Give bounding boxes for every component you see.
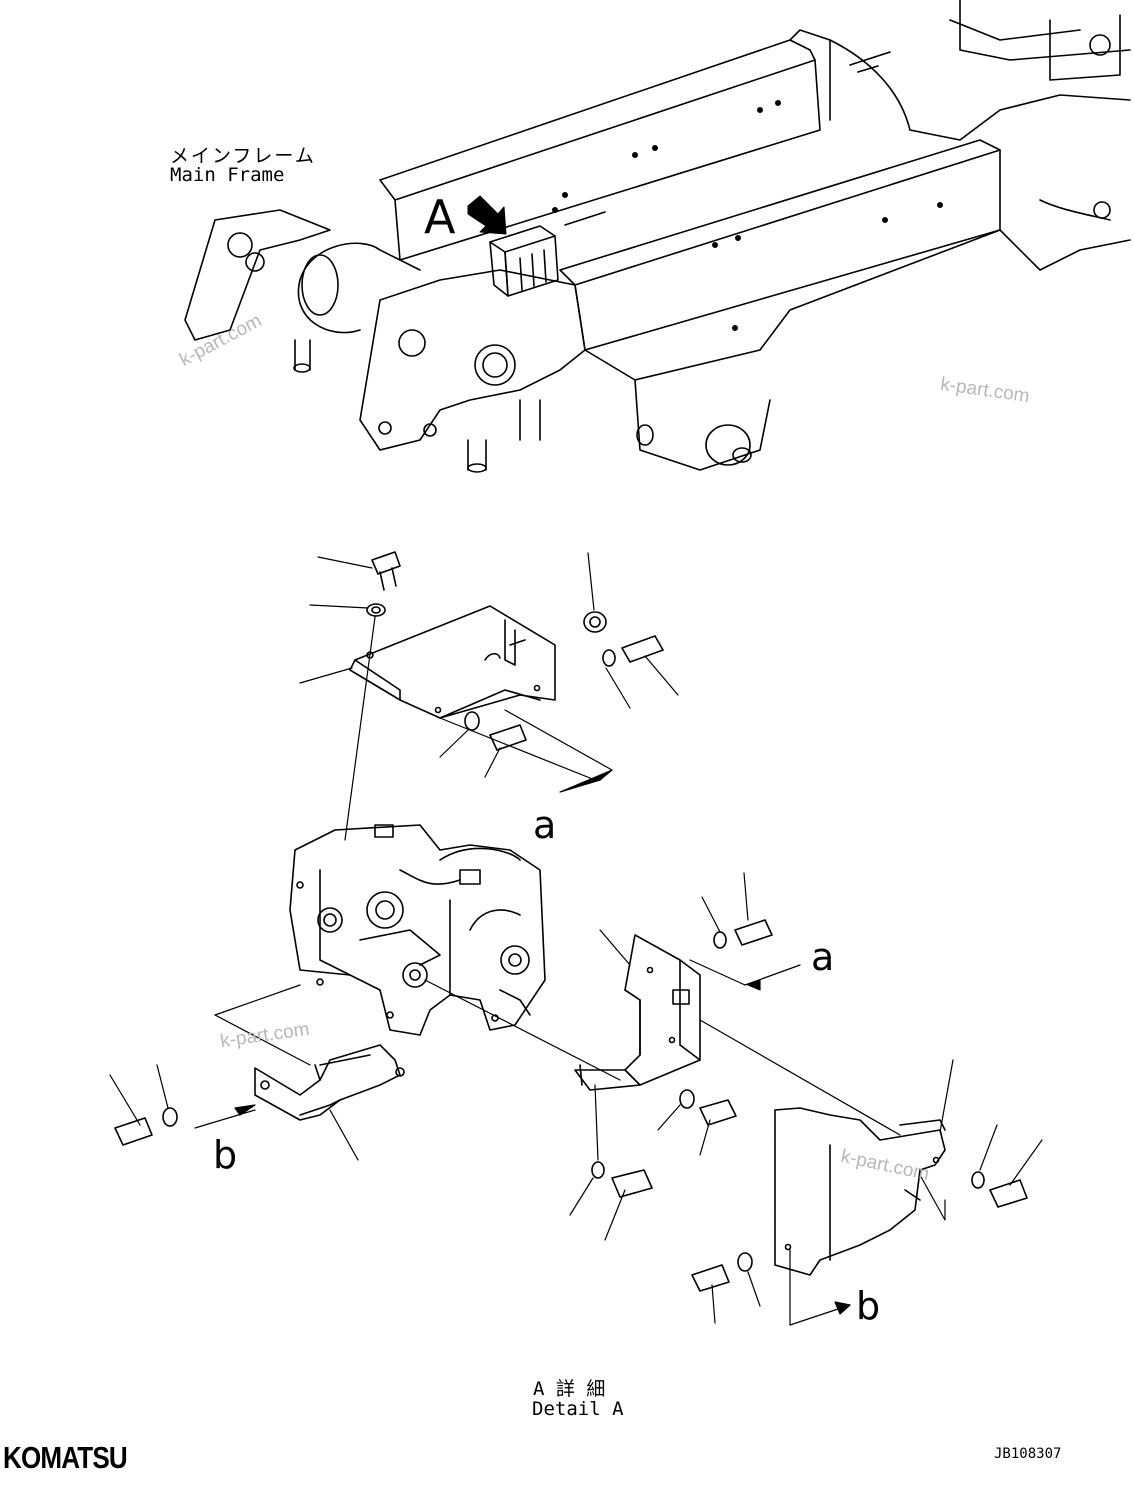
right-bracket-part xyxy=(574,919,773,1198)
leader-lines-lower xyxy=(109,872,1043,1326)
view-label-b-right: b xyxy=(856,1284,881,1328)
callout-arrow-icon xyxy=(467,195,507,235)
controller-box xyxy=(489,225,559,297)
komatsu-logo: KOMATSU xyxy=(3,1440,128,1475)
callout-a-label: A xyxy=(424,190,456,244)
valve-assembly-part xyxy=(289,824,546,1036)
view-label-a-right: a xyxy=(811,935,835,979)
leader-lines-upper xyxy=(299,552,679,841)
top-cover-part xyxy=(349,605,556,719)
lower-right-cover-part xyxy=(691,1107,1028,1292)
view-label-a-upper: a xyxy=(533,803,557,847)
left-bracket-part xyxy=(114,1044,405,1146)
main-frame-drawing xyxy=(184,0,1131,473)
top-bolts xyxy=(366,551,664,751)
main-frame-label-jp: メインフレーム xyxy=(170,145,316,167)
detail-label-jp: A 詳 細 xyxy=(533,1378,606,1400)
view-label-b-left: b xyxy=(213,1133,238,1177)
drawing-code: JB108307 xyxy=(994,1446,1062,1462)
detail-label-en: Detail A xyxy=(532,1398,624,1420)
main-frame-label-en: Main Frame xyxy=(170,164,285,186)
